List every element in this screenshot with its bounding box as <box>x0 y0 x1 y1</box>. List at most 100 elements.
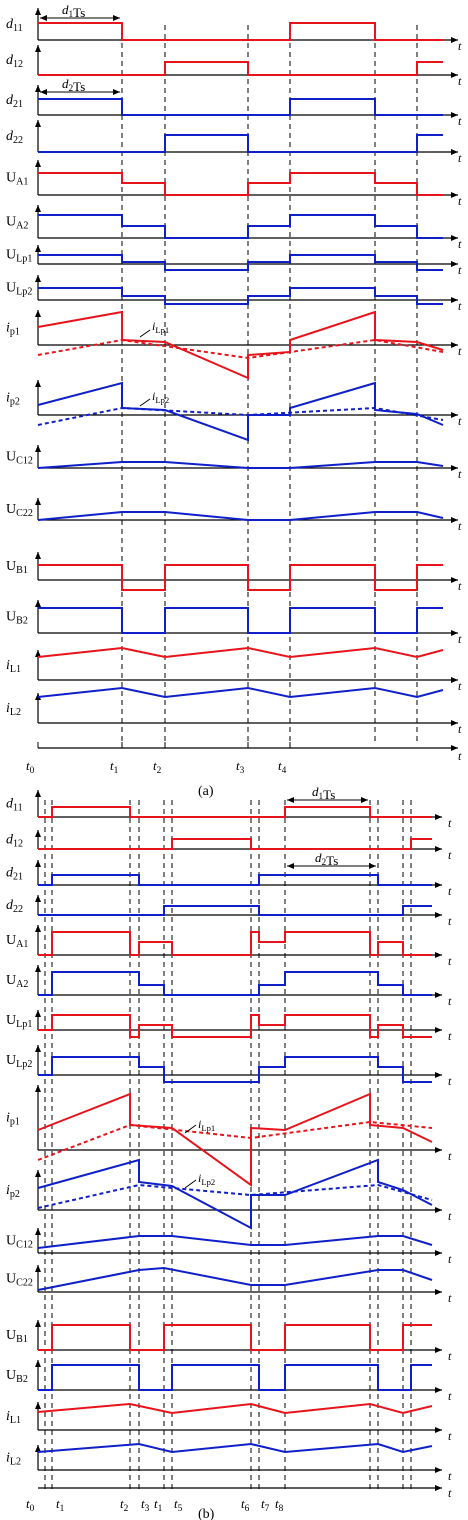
a-time-label-2: t2 <box>153 758 162 776</box>
b-time-label-7: t7 <box>261 1496 270 1514</box>
a-row-iL2-t-label: t <box>458 722 462 736</box>
b-wave-ULp2 <box>38 1056 432 1083</box>
a-row-ip1-t-label: t <box>458 344 462 358</box>
a-iLp1-label: iLp1 <box>152 319 169 335</box>
b-time-label-5: t5 <box>174 1496 183 1514</box>
a-row-ULp1-t-label: t <box>458 263 462 277</box>
b-wave-UB1 <box>38 1324 432 1351</box>
b-row-ip1-t-label: t <box>448 1149 452 1163</box>
a-time-label-4: t4 <box>278 758 287 776</box>
b-row-UC12-label: UC12 <box>6 1234 33 1251</box>
b-row-UA2-t-label: t <box>448 994 452 1008</box>
a-row-d21-t-label: t <box>458 114 462 128</box>
a-wave-UA1 <box>38 172 443 196</box>
b-wave-UC12 <box>37 1235 433 1249</box>
a-row-iL2-label: iL2 <box>6 701 21 718</box>
a-wave-ULp2 <box>38 287 443 305</box>
a-time-label-3: t3 <box>236 758 245 776</box>
a-wave-UB1 <box>38 564 443 591</box>
a-row-UA1-t-label: t <box>458 194 462 208</box>
a-time-label-0: t0 <box>26 758 35 776</box>
b-row-iL1-label: iL1 <box>6 1409 21 1426</box>
a-row-UB2-label: UB2 <box>6 610 28 627</box>
b-row-UB1-t-label: t <box>448 1349 452 1363</box>
a-wave-d12 <box>38 61 443 76</box>
a-d2Ts-label: d2Ts <box>62 76 85 94</box>
a-row-UA2-label: UA2 <box>6 215 28 232</box>
b-wave-d12 <box>38 838 432 850</box>
b-row-iL2-label: iL2 <box>6 1451 21 1468</box>
b-row-ip2-label: ip2 <box>6 1183 20 1200</box>
b-iLp2-leader <box>184 1179 197 1189</box>
b-d1Ts-label: d1Ts <box>312 784 335 802</box>
b-row-ULp1-label: ULp1 <box>6 1013 32 1030</box>
b-row-d21-t-label: t <box>448 884 452 898</box>
b-wave-ip1 <box>37 1092 433 1187</box>
a-row-UB2-t-label: t <box>458 632 462 646</box>
b-time-label-0: t0 <box>26 1496 35 1514</box>
b-row-d21-label: d21 <box>6 866 23 883</box>
a-row-ULp2-t-label: t <box>458 299 462 313</box>
b-row-UA2-label: UA2 <box>6 973 28 990</box>
b-wave-iL1 <box>37 1402 433 1415</box>
b-row-d22-label: d22 <box>6 898 23 915</box>
a-row-iL1-t-label: t <box>458 679 462 693</box>
b-row-ip2-t-label: t <box>448 1209 452 1223</box>
a-wave-UB2 <box>38 607 443 634</box>
panel-b: d11td12td21td22tUA1tUA2tULp1tULp2tip1tip… <box>6 784 452 1520</box>
a-caption: (a) <box>198 784 214 799</box>
a-time-axis-t: t <box>458 749 462 763</box>
a-row-d11-t-label: t <box>458 39 462 53</box>
b-time-label-8: t8 <box>275 1496 284 1514</box>
a-row-ULp2-label: ULp2 <box>6 281 32 298</box>
b-row-iL1-t-label: t <box>448 1429 452 1443</box>
b-time-label-6: t6 <box>241 1496 250 1514</box>
b-row-UB2-label: UB2 <box>6 1368 28 1385</box>
a-wave-ULp1 <box>38 254 443 271</box>
a-wave-ip1 <box>37 310 444 380</box>
b-row-UB2-t-label: t <box>448 1389 452 1403</box>
b-row-UB1-label: UB1 <box>6 1328 28 1345</box>
b-wave-iLp2 <box>37 1183 433 1209</box>
b-row-d12-t-label: t <box>448 848 452 862</box>
a-row-ULp1-label: ULp1 <box>6 248 32 265</box>
b-row-ULp2-label: ULp2 <box>6 1053 32 1070</box>
b-row-UA1-t-label: t <box>448 954 452 968</box>
b-row-iL2-t-label: t <box>448 1469 452 1483</box>
panel-a: d11td12td21td22tUA1tUA2tULp1tULp2tip1tip… <box>6 2 462 799</box>
b-iLp1-leader <box>184 1124 197 1134</box>
b-time-label-2: t2 <box>120 1496 129 1514</box>
a-row-UB1-t-label: t <box>458 579 462 593</box>
a-row-UC12-label: UC12 <box>6 450 33 467</box>
a-row-d22-t-label: t <box>458 151 462 165</box>
a-row-UC22-label: UC22 <box>6 502 33 519</box>
b-wave-d21 <box>38 874 432 886</box>
b-d2Ts-label: d2Ts <box>315 850 338 868</box>
a-row-ip1-label: ip1 <box>6 321 20 338</box>
b-row-UC22-t-label: t <box>448 1291 452 1305</box>
b-row-ULp1-t-label: t <box>448 1029 452 1043</box>
a-wave-d11 <box>38 22 443 41</box>
b-time-label-3: t3 <box>141 1496 150 1514</box>
b-wave-UC22 <box>37 1266 433 1291</box>
a-wave-iL1 <box>37 646 444 659</box>
a-row-UA1-label: UA1 <box>6 171 28 188</box>
a-iLp2-label: iLp2 <box>152 389 169 405</box>
b-row-d12-label: d12 <box>6 833 23 850</box>
b-row-UA1-label: UA1 <box>6 933 28 950</box>
b-row-ip1-label: ip1 <box>6 1111 20 1128</box>
b-row-ULp2-t-label: t <box>448 1074 452 1088</box>
b-time-label-4: t1 <box>154 1496 163 1514</box>
b-wave-UB2 <box>38 1364 432 1391</box>
a-wave-UA2 <box>38 214 443 239</box>
b-wave-UA1 <box>38 931 432 956</box>
a-iLp2-leader <box>139 398 151 407</box>
a-row-ip2-label: ip2 <box>6 391 20 408</box>
a-row-UB1-label: UB1 <box>6 559 28 576</box>
a-row-d12-label: d12 <box>6 53 23 70</box>
b-wave-iL2 <box>37 1442 433 1454</box>
b-wave-d11 <box>38 806 432 818</box>
b-iLp1-label: iLp1 <box>198 1117 215 1133</box>
b-time-label-1: t1 <box>56 1496 65 1514</box>
